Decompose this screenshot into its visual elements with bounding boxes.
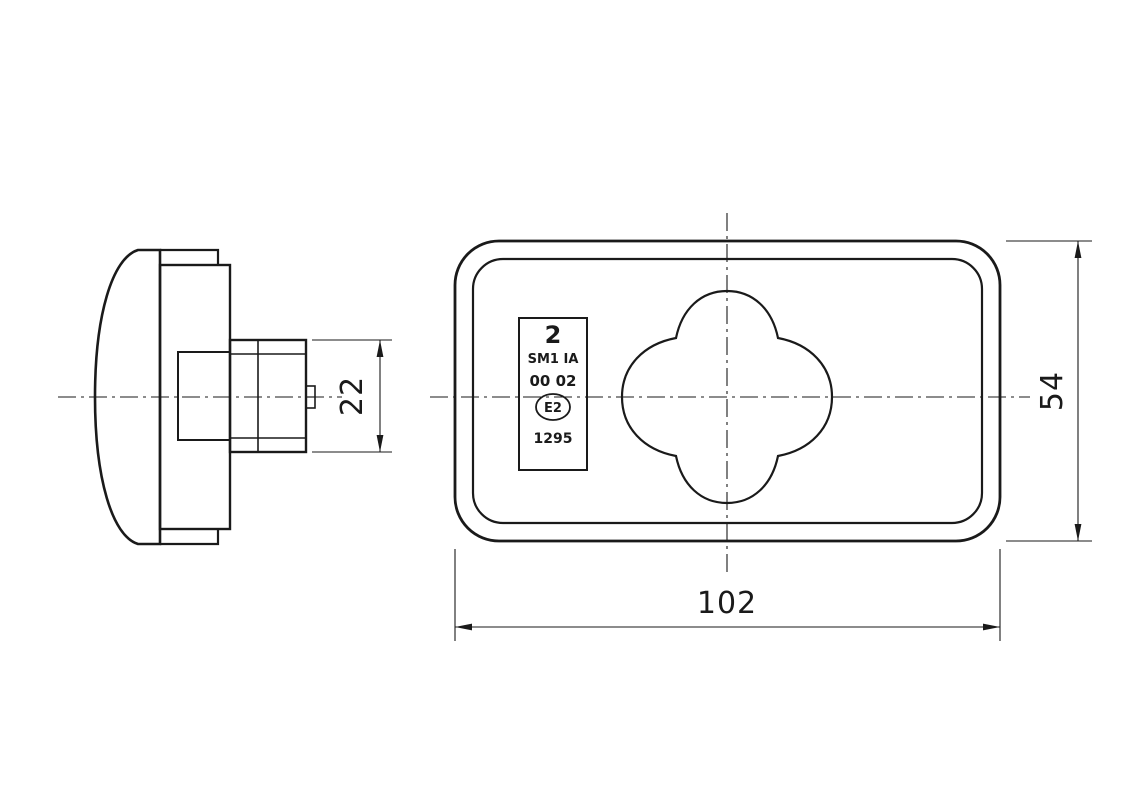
lamp-outer-outline — [453, 239, 1002, 543]
socket-block — [228, 338, 308, 454]
dimension-text: 22 54 102 — [335, 371, 1070, 621]
arrow-102-right — [983, 623, 1000, 631]
side-view — [93, 248, 316, 546]
dim-value-102: 102 — [697, 586, 757, 621]
approval-label-box — [518, 317, 588, 471]
center-lines — [58, 213, 1030, 572]
lens-rim-bottom — [160, 529, 220, 546]
lamp-inner-outline — [471, 257, 984, 525]
arrow-54-bottom — [1074, 524, 1082, 541]
bulb-aperture-quatrefoil — [620, 289, 834, 505]
bulb-holder — [177, 351, 231, 441]
arrow-22-bottom — [376, 435, 384, 452]
approval-label-text: 2 SM1 IA 00 02 E2 1295 — [528, 321, 579, 447]
dim-value-54: 54 — [1035, 371, 1070, 411]
arrow-54-top — [1074, 241, 1082, 258]
label-date-code: 00 02 — [530, 372, 577, 390]
arrow-22-top — [376, 340, 384, 357]
lens-profile — [93, 248, 162, 546]
arrow-102-left — [455, 623, 472, 631]
label-type-digit: 2 — [545, 321, 562, 349]
label-e-mark: E2 — [544, 401, 562, 416]
front-view — [453, 239, 1002, 543]
dimension-lines — [312, 240, 1092, 641]
lens-rim-top — [160, 248, 220, 265]
e-mark-circle — [535, 393, 571, 421]
label-model-code: SM1 IA — [528, 352, 579, 367]
dimension-arrowheads — [376, 241, 1082, 631]
label-approval-number: 1295 — [534, 431, 573, 447]
dim-value-22: 22 — [335, 376, 370, 416]
